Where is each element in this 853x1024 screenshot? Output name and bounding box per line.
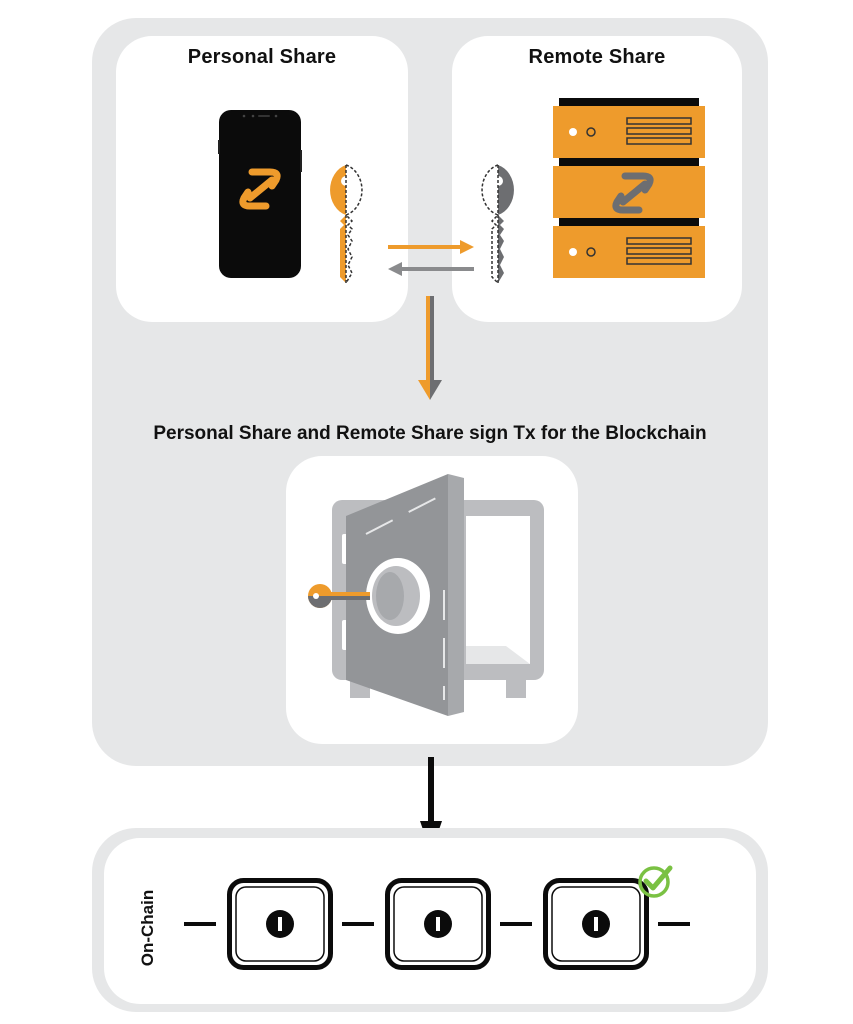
server-rack-icon bbox=[553, 98, 705, 278]
chain-link bbox=[658, 922, 690, 926]
chain-link bbox=[184, 922, 216, 926]
smartphone-icon bbox=[218, 110, 302, 278]
exchange-arrow-right bbox=[388, 240, 474, 254]
personal-share-title: Personal Share bbox=[187, 46, 337, 68]
personal-key-icon bbox=[330, 164, 363, 284]
brand-logo-icon bbox=[239, 168, 281, 210]
sign-down-arrow bbox=[418, 296, 442, 400]
block-icon bbox=[385, 878, 491, 970]
remote-share-title: Remote Share bbox=[528, 46, 666, 68]
remote-key-icon bbox=[481, 164, 514, 284]
chain-link bbox=[500, 922, 532, 926]
chain-link bbox=[342, 922, 374, 926]
block-icon bbox=[543, 878, 649, 970]
signing-caption: Personal Share and Remote Share sign Tx … bbox=[153, 423, 707, 444]
on-chain-label: On-Chain bbox=[138, 889, 157, 967]
confirmed-check-icon bbox=[638, 865, 673, 898]
block-icon bbox=[227, 878, 333, 970]
vault-with-key-icon bbox=[308, 474, 544, 716]
exchange-arrow-left bbox=[388, 262, 474, 276]
